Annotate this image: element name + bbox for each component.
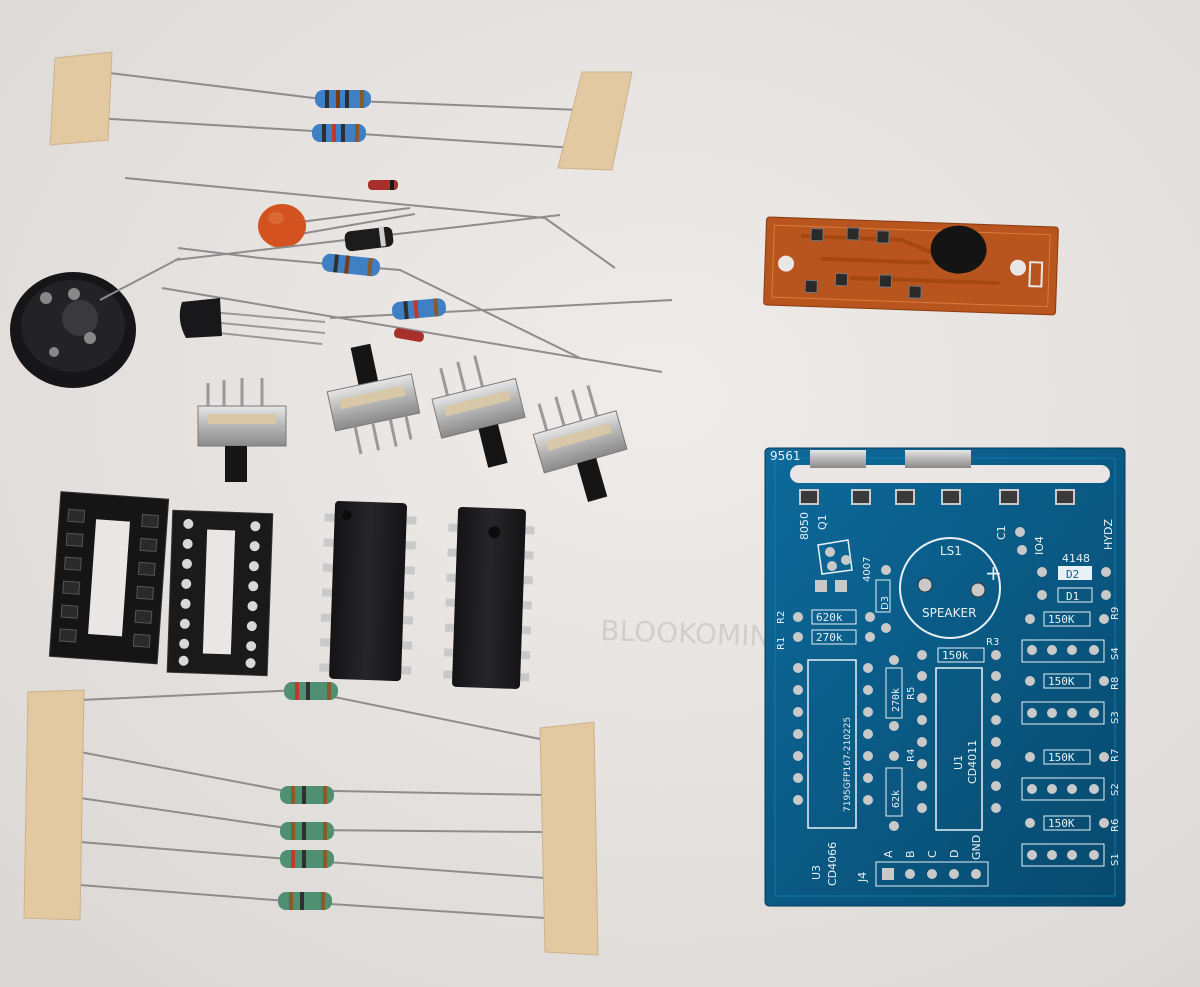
piezo-speaker <box>10 257 181 388</box>
resistor-green-5 <box>278 892 332 910</box>
svg-text:150K: 150K <box>1048 613 1075 626</box>
resistor-green-1 <box>284 682 338 700</box>
main-blue-pcb: 9561 8050 Q1 C1 IO4 HYDZ LS1 + SPEAKER 4… <box>764 447 1126 907</box>
small-orange-pcb <box>763 216 1059 316</box>
svg-text:SPEAKER: SPEAKER <box>922 606 976 620</box>
svg-text:R7: R7 <box>1110 749 1121 762</box>
slide-switch-3 <box>431 355 526 468</box>
ceramic-capacitor <box>258 204 416 248</box>
svg-text:4148: 4148 <box>1062 552 1090 565</box>
svg-text:IO4: IO4 <box>1033 536 1046 555</box>
svg-text:C: C <box>926 850 939 858</box>
svg-text:150k: 150k <box>942 649 969 662</box>
svg-text:R3: R3 <box>986 637 999 648</box>
svg-text:270k: 270k <box>816 631 843 644</box>
svg-text:S4: S4 <box>1110 647 1121 660</box>
svg-text:U3: U3 <box>810 865 823 880</box>
slide-switch-4 <box>532 385 628 502</box>
svg-text:4007: 4007 <box>862 557 873 582</box>
svg-text:S3: S3 <box>1110 711 1121 724</box>
svg-text:150K: 150K <box>1048 751 1075 764</box>
ic-socket-turned-pin <box>166 509 274 677</box>
svg-text:+: + <box>985 561 1002 585</box>
svg-text:62k: 62k <box>891 790 902 808</box>
svg-text:R2: R2 <box>776 611 787 624</box>
resistor-blue-1 <box>315 90 371 108</box>
svg-text:8050: 8050 <box>798 512 811 540</box>
resistor-green-3 <box>280 822 334 840</box>
svg-text:LS1: LS1 <box>940 544 962 558</box>
svg-text:S1: S1 <box>1110 853 1121 866</box>
svg-text:Q1: Q1 <box>816 514 829 530</box>
svg-text:D: D <box>948 850 961 858</box>
svg-text:A: A <box>882 850 895 858</box>
slide-switch-2 <box>326 343 421 455</box>
svg-text:150K: 150K <box>1048 675 1075 688</box>
svg-text:CD4011: CD4011 <box>966 740 979 784</box>
svg-text:C1: C1 <box>995 525 1008 540</box>
svg-text:GND: GND <box>970 835 983 860</box>
slide-switch-1 <box>197 378 287 482</box>
svg-text:620k: 620k <box>816 611 843 624</box>
ic-dip14-a <box>319 500 417 682</box>
resistor-green-2 <box>280 786 334 804</box>
ic-dip14-b <box>443 506 535 689</box>
taped-resistor-strip-bottom <box>23 682 599 956</box>
svg-text:R9: R9 <box>1110 607 1121 620</box>
svg-text:S2: S2 <box>1110 783 1121 796</box>
svg-text:7195GFP167-210225: 7195GFP167-210225 <box>843 717 853 812</box>
bleed-through-text: BLOOKOMIND <box>600 614 793 654</box>
svg-text:R4: R4 <box>906 749 917 762</box>
loose-resistor-blue-b <box>329 298 673 320</box>
svg-text:HYDZ: HYDZ <box>1102 519 1115 550</box>
svg-text:R8: R8 <box>1110 677 1121 690</box>
svg-text:D3: D3 <box>880 596 891 610</box>
loose-resistor-blue-a <box>177 247 581 359</box>
svg-text:R5: R5 <box>906 687 917 700</box>
resistor-green-4 <box>280 850 334 868</box>
svg-text:B: B <box>904 850 917 858</box>
svg-text:CD4066: CD4066 <box>826 842 839 886</box>
svg-text:J4: J4 <box>856 872 869 883</box>
svg-text:R1: R1 <box>776 637 787 650</box>
taped-resistor-strip-top <box>49 51 633 171</box>
rectifier-diode-1n4007 <box>174 214 561 261</box>
loose-diode-small <box>161 287 663 373</box>
board-id-label: 9561 <box>770 449 801 463</box>
svg-text:270k: 270k <box>891 688 902 712</box>
svg-text:D1: D1 <box>1066 590 1079 603</box>
svg-text:D2: D2 <box>1066 568 1079 581</box>
loose-diode-1n4148 <box>124 177 616 269</box>
resistor-blue-2 <box>312 124 366 142</box>
svg-text:R6: R6 <box>1110 819 1121 832</box>
svg-text:150K: 150K <box>1048 817 1075 830</box>
transistor-to92 <box>179 298 326 345</box>
svg-text:U1: U1 <box>952 755 965 770</box>
ic-socket-black <box>48 491 170 665</box>
